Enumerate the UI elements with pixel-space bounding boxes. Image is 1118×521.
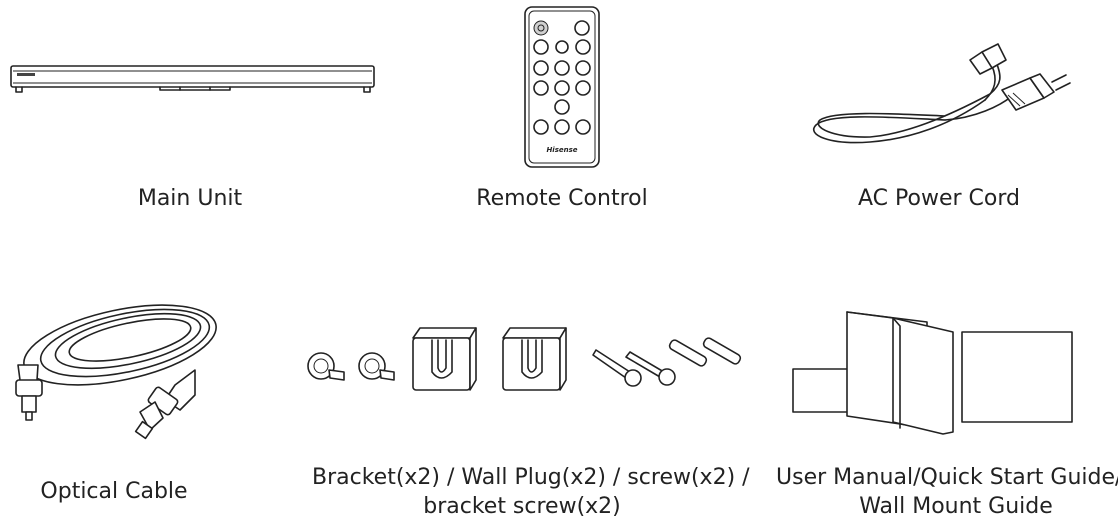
main-unit-label: Main Unit <box>137 186 243 211</box>
optical-cable-label: Optical Cable <box>40 479 188 504</box>
documents-label-line1: User Manual/Quick Start Guide/ <box>776 465 1118 490</box>
power-cord-label: AC Power Cord <box>858 186 1020 211</box>
remote-brand-logo: Hisense <box>546 146 577 154</box>
remote-control-label: Remote Control <box>476 186 648 211</box>
hardware-label-line2: bracket screw(x2) <box>423 494 621 519</box>
documents-label-line2: Wall Mount Guide <box>859 494 1053 519</box>
hardware-label-line1: Bracket(x2) / Wall Plug(x2) / screw(x2) … <box>312 465 750 490</box>
